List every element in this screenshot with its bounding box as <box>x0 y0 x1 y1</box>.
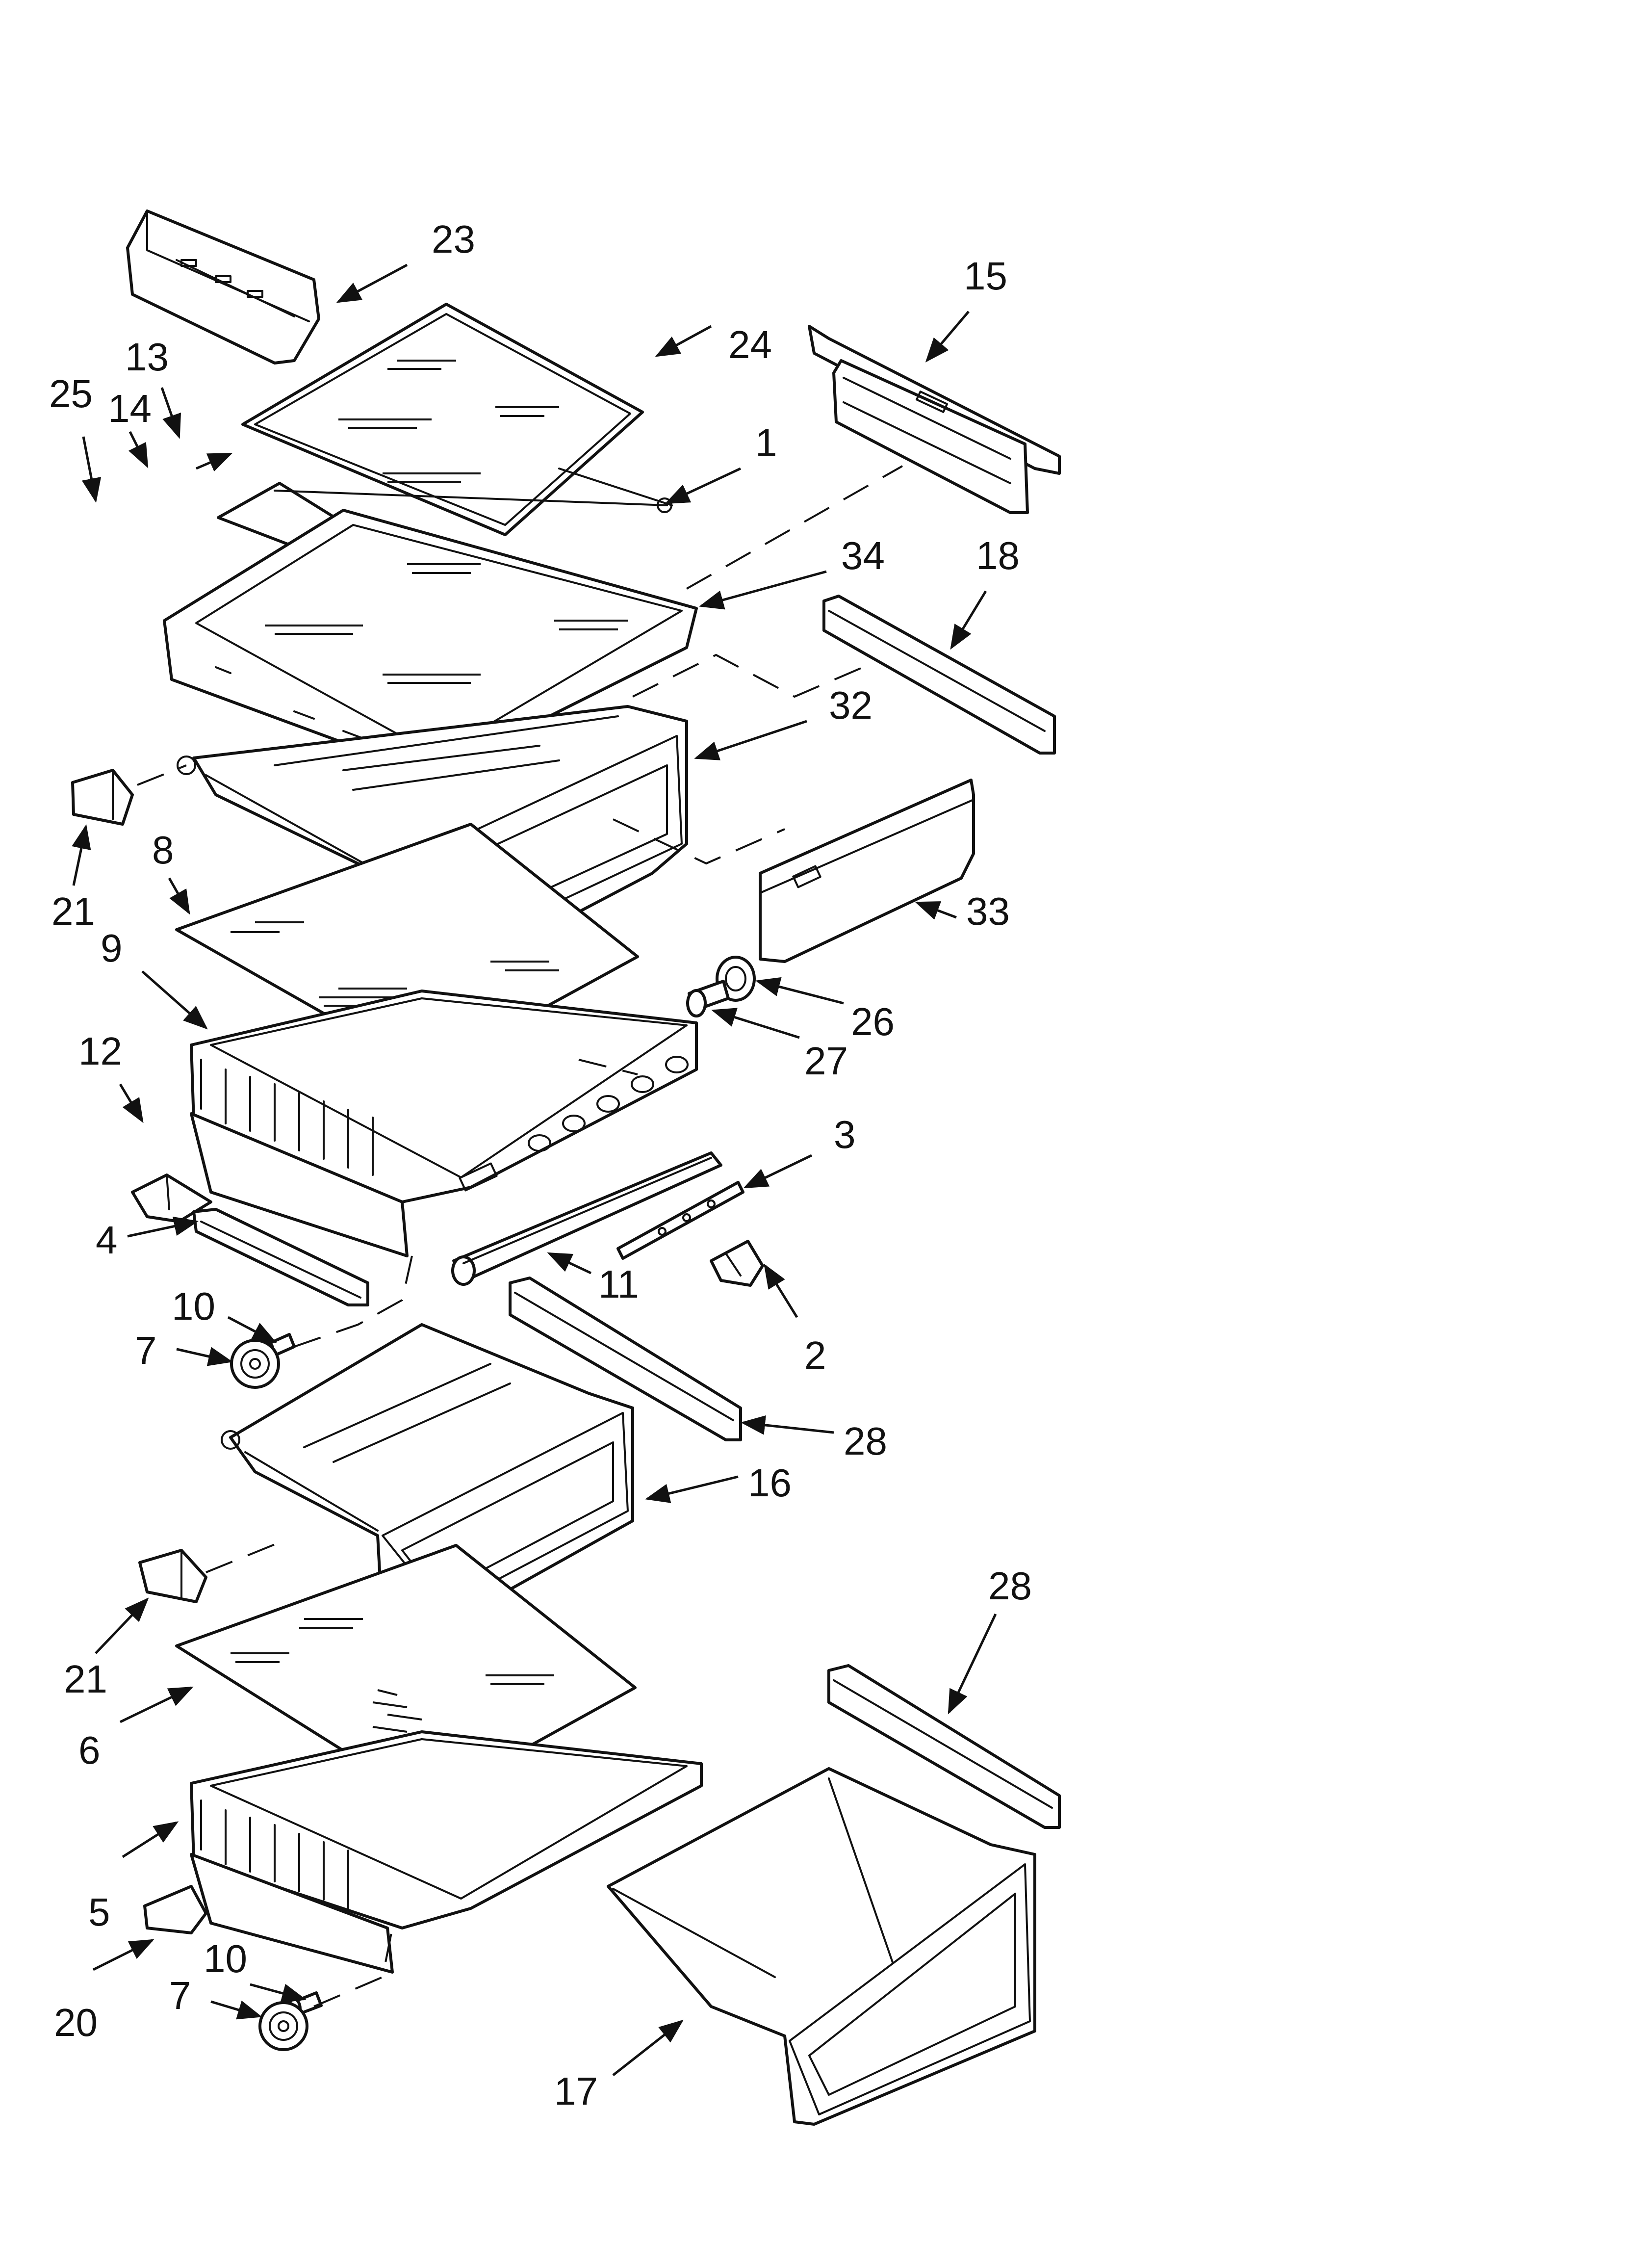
glass-shelf-part-24 <box>241 303 644 536</box>
screw-part-27 <box>686 980 730 1017</box>
slide-rail-part-28b <box>827 1664 1061 1829</box>
roller-part-7b <box>258 2001 308 2051</box>
callout-33: 33 <box>966 889 1010 933</box>
callout-7b: 7 <box>169 1974 191 2017</box>
callout-25: 25 <box>49 372 93 416</box>
clip-part-2 <box>710 1240 764 1287</box>
callout-16: 16 <box>748 1461 792 1505</box>
callout-27: 27 <box>804 1039 848 1083</box>
callout-11: 11 <box>598 1262 639 1306</box>
callout-labels: 23 15 24 13 25 14 1 34 18 32 21 8 33 9 2… <box>49 217 1032 2113</box>
callout-23: 23 <box>432 217 475 261</box>
clip-part-21a <box>71 769 134 826</box>
callout-20: 20 <box>54 2001 98 2044</box>
door-bin-part-23 <box>126 209 320 365</box>
callout-15: 15 <box>964 254 1007 298</box>
roller-part-7a <box>230 1339 280 1389</box>
callout-18: 18 <box>976 534 1020 577</box>
callout-2: 2 <box>804 1333 826 1377</box>
callout-28b: 28 <box>988 1564 1032 1608</box>
callout-10b: 10 <box>204 1937 247 1981</box>
crisper-frame-part-9 <box>190 990 698 1257</box>
cover-part-20 <box>143 1885 207 1934</box>
callout-9: 9 <box>101 926 123 970</box>
callout-21b: 21 <box>64 1657 107 1701</box>
slide-rail-part-18 <box>822 595 1056 755</box>
callout-1: 1 <box>755 421 777 465</box>
rail-part-11 <box>451 1151 722 1286</box>
callout-3: 3 <box>834 1113 856 1156</box>
strip-part-3 <box>616 1181 744 1260</box>
callout-13: 13 <box>125 335 169 379</box>
crisper-frame-part-5 <box>190 1730 703 1974</box>
leader-lines <box>72 263 997 2076</box>
callout-7a: 7 <box>135 1329 157 1372</box>
cover-part-33 <box>759 779 975 963</box>
shelf-assembly-part-34 <box>163 509 698 777</box>
callout-21a: 21 <box>51 889 95 933</box>
slide-rail-part-28a <box>509 1277 742 1441</box>
rail-assembly-part-15 <box>808 325 1061 514</box>
callout-8: 8 <box>152 828 174 872</box>
bottom-drawer-part-17 <box>607 1767 1036 2126</box>
clip-part-21b <box>138 1549 207 1603</box>
callout-5: 5 <box>88 1890 110 1934</box>
callout-28a: 28 <box>844 1419 887 1463</box>
callout-4: 4 <box>96 1218 118 1262</box>
callout-34: 34 <box>841 534 885 577</box>
callout-12: 12 <box>78 1029 122 1073</box>
callout-26: 26 <box>851 1000 895 1043</box>
callout-10a: 10 <box>172 1284 215 1328</box>
callout-6: 6 <box>78 1728 101 1772</box>
callout-32: 32 <box>829 683 872 727</box>
callout-14: 14 <box>108 387 152 430</box>
callout-17: 17 <box>554 2069 598 2113</box>
assembly-guide-lines <box>137 465 903 2007</box>
callout-24: 24 <box>728 323 772 366</box>
